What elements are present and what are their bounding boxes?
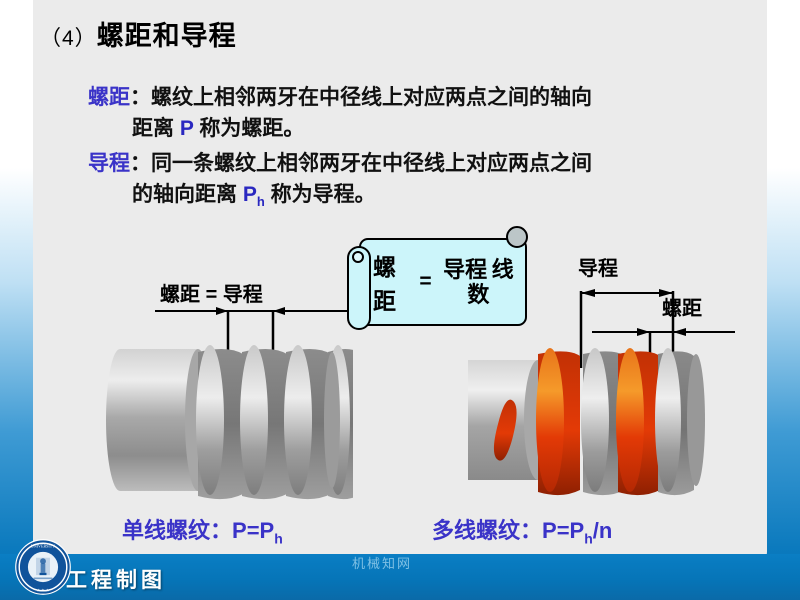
caption-single-start: 单线螺纹：P=Ph (122, 513, 283, 546)
definition-pitch-line2-pre: 距离 (132, 117, 180, 140)
definition-lead-keyword: 导程 (88, 152, 130, 175)
pitch-formula: 螺距 = 导程 线数 (373, 242, 521, 322)
caption-multi-start-sub: h (584, 530, 593, 547)
definition-pitch-colon: ： (130, 86, 151, 109)
left-diagram-label: 螺距 = 导程 (160, 278, 263, 307)
left-diagram-label-pitch: 螺距 (160, 284, 200, 306)
caption-single-start-sub: h (274, 530, 283, 547)
definition-lead-symbol: P (242, 183, 257, 206)
caption-single-start-formula: P=P (232, 518, 275, 543)
definition-pitch-line2: 距离 P 称为螺距。 (88, 113, 778, 144)
right-diagram-lead-label: 导程 (578, 258, 618, 280)
single-start-thread-illustration (106, 345, 353, 500)
definition-lead-line2-pre: 的轴向距离 (132, 183, 243, 206)
left-diagram-label-lead: 导程 (222, 284, 263, 306)
scroll-right-curl (506, 226, 528, 248)
definition-pitch-line2-post: 称为螺距。 (193, 117, 305, 140)
watermark-text: 机械知网 (352, 557, 413, 572)
formula-scroll-banner: 螺距 = 导程 线数 (345, 226, 530, 330)
definition-lead: 导程：同一条螺纹上相邻两牙在中径线上对应两点之间 的轴向距离 Ph 称为导程。 (88, 148, 778, 217)
svg-text:★ ★ ★: ★ ★ ★ (37, 587, 50, 592)
definition-lead-symbol-sub: h (256, 194, 265, 210)
definition-pitch-symbol: P (179, 117, 194, 140)
left-gradient-band (0, 0, 34, 600)
svg-text:UNIVERSITY: UNIVERSITY (31, 543, 55, 548)
formula-numerator: 导程 (443, 257, 488, 282)
formula-fraction: 导程 线数 (436, 257, 521, 307)
caption-multi-start-tail: /n (592, 518, 613, 543)
definition-lead-colon: ： (130, 152, 151, 175)
formula-denominator: 线数 (467, 257, 514, 307)
multi-start-thread-illustration (468, 348, 705, 496)
formula-left-side: 螺距 (373, 254, 396, 314)
caption-multi-start: 多线螺纹：P=Ph/n (432, 513, 612, 546)
caption-multi-start-text: 多线螺纹： (432, 518, 543, 543)
definition-lead-line2: 的轴向距离 Ph 称为导程。 (88, 179, 778, 217)
left-diagram-label-equals: = (205, 284, 218, 306)
footer-bar: 机械知网 工程制图 (0, 554, 800, 600)
definition-lead-line2-post: 称为导程。 (264, 183, 376, 206)
page-title-text: 螺距和导程 (96, 21, 237, 51)
caption-multi-start-formula: P=P (542, 518, 585, 543)
scroll-left-curl (347, 246, 371, 330)
definition-pitch-keyword: 螺距 (88, 86, 130, 109)
formula-equals-sign: = (419, 270, 432, 293)
definition-pitch-line1: 螺纹上相邻两牙在中径线上对应两点之间的轴向 (151, 86, 592, 109)
university-seal-icon: UNIVERSITY ★ ★ ★ (15, 539, 71, 595)
definition-pitch: 螺距：螺纹上相邻两牙在中径线上对应两点之间的轴向 距离 P 称为螺距。 (88, 82, 778, 144)
right-gradient-band (766, 0, 800, 600)
page-title-number: （4） (40, 27, 97, 50)
page-title: （4）螺距和导程 (40, 14, 237, 53)
right-diagram-pitch-label: 螺距 (662, 298, 702, 320)
caption-single-start-text: 单线螺纹： (122, 518, 233, 543)
definition-lead-line1: 同一条螺纹上相邻两牙在中径线上对应两点之间 (151, 152, 592, 175)
course-title: 工程制图 (66, 567, 166, 592)
scroll-sheet (359, 238, 527, 326)
